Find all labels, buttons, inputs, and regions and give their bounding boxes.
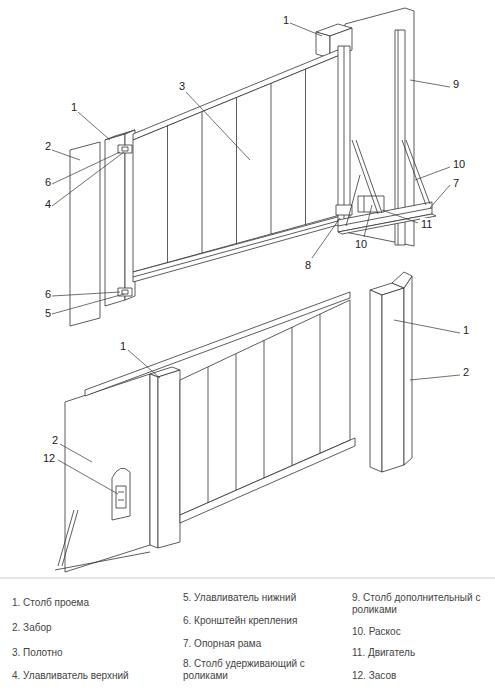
legend-entry: 2. Забор (12, 622, 172, 634)
legend-entry: 4. Улавливатель верхний (12, 670, 172, 682)
legend-entry: 5. Улавливатель нижний (183, 592, 333, 604)
legend-entry: 6. Кронштейн крепления (183, 615, 333, 627)
legend-entry: 10. Раскос (352, 626, 490, 638)
legend-entry: 11. Двигатель (352, 647, 490, 659)
callout-number: 4 (44, 198, 52, 211)
callout-number: 2 (51, 434, 59, 447)
callout-number: 6 (44, 176, 52, 189)
legend-entry: 12. Засов (352, 670, 490, 682)
callout-number: 7 (452, 177, 460, 190)
legend-entry: 7. Опорная рама (183, 638, 333, 650)
callout-number: 2 (44, 140, 52, 153)
callout-number: 1 (462, 324, 470, 337)
callout-number: 10 (354, 238, 368, 251)
callout-number: 1 (70, 101, 78, 114)
callout-number: 10 (452, 158, 466, 171)
callout-number: 8 (304, 259, 312, 272)
callout-number: 12 (42, 452, 56, 465)
legend-entry: 1. Столб проема (12, 597, 172, 609)
legend-entry: 9. Столб дополнительный с роликами (352, 592, 490, 615)
callout-number: 11 (420, 218, 433, 231)
callout-number: 1 (119, 340, 127, 353)
legend-entry: 3. Полотно (12, 647, 172, 659)
callout-number: 9 (452, 78, 460, 91)
callout-number: 3 (178, 80, 186, 93)
callout-number: 6 (44, 288, 52, 301)
legend-entry: 8. Столб удерживающий с роликами (183, 658, 333, 681)
callout-number: 2 (462, 366, 470, 379)
callout-number: 1 (282, 14, 290, 27)
callout-number: 5 (44, 307, 52, 320)
